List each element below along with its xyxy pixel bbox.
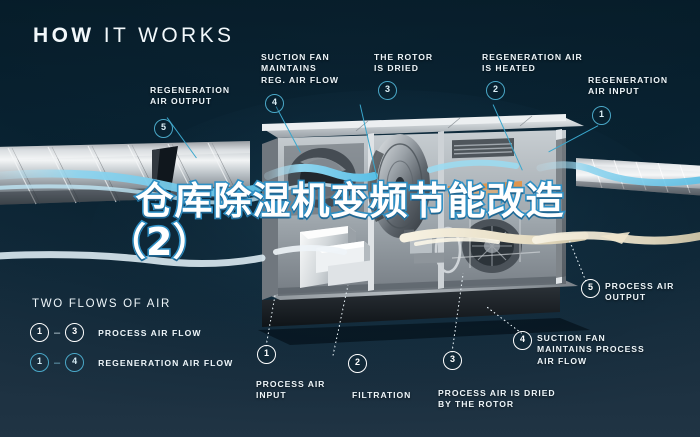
legend-dash: – bbox=[54, 326, 61, 339]
callout-label-rotor-dried: THE ROTOR IS DRIED bbox=[374, 52, 434, 74]
legend-heading: TWO FLOWS OF AIR bbox=[32, 298, 172, 310]
callout-badge-rotor-dried[interactable]: 3 bbox=[378, 81, 397, 100]
callout-badge-regeneration-output[interactable]: 5 bbox=[154, 119, 173, 138]
callout-badge-suction-fan-process[interactable]: 4 bbox=[513, 331, 532, 350]
callout-label-regeneration-output: REGENERATION AIR OUTPUT bbox=[150, 85, 230, 107]
callout-label-suction-fan-process: SUCTION FAN MAINTAINS PROCESS AIR FLOW bbox=[537, 333, 645, 366]
process-output-duct bbox=[576, 158, 700, 196]
callout-label-suction-fan-reg: SUCTION FAN MAINTAINS REG. AIR FLOW bbox=[261, 52, 339, 85]
callout-label-process-output: PROCESS AIR OUTPUT bbox=[605, 281, 675, 303]
regeneration-heater bbox=[448, 138, 522, 197]
legend-label-regeneration-air-flow: REGENERATION AIR FLOW bbox=[98, 357, 234, 368]
callout-badge-suction-fan-reg[interactable]: 4 bbox=[265, 94, 284, 113]
callout-label-filtration: FILTRATION bbox=[352, 390, 412, 400]
legend-badge-from: 1 bbox=[30, 353, 49, 372]
callout-label-process-input: PROCESS AIR INPUT bbox=[256, 379, 326, 401]
callout-badge-regeneration-heated[interactable]: 2 bbox=[486, 81, 505, 100]
dehumidifier-cabinet bbox=[262, 114, 584, 327]
callout-badge-process-input[interactable]: 1 bbox=[257, 345, 276, 364]
regeneration-fan-section bbox=[284, 143, 364, 216]
callout-label-process-dried: PROCESS AIR IS DRIED BY THE ROTOR bbox=[438, 388, 556, 410]
legend-badge-to: 3 bbox=[65, 323, 85, 342]
page-title: HOW IT WORKS bbox=[33, 24, 234, 48]
desiccant-rotor bbox=[367, 134, 430, 238]
callout-badge-filtration[interactable]: 2 bbox=[348, 354, 367, 373]
legend-badge-to: 4 bbox=[65, 353, 85, 372]
regeneration-airflow-arrows bbox=[0, 159, 700, 205]
legend: TWO FLOWS OF AIR 1 – 3 PROCESS AIR FLOW … bbox=[30, 298, 233, 383]
process-airflow-arrows bbox=[0, 227, 700, 268]
callout-badge-process-output[interactable]: 5 bbox=[581, 279, 600, 298]
page-title-strong: HOW bbox=[33, 24, 95, 47]
legend-row-regeneration-air-flow: 1 – 4 REGENERATION AIR FLOW bbox=[30, 353, 233, 372]
callout-label-regeneration-heated: REGENERATION AIR IS HEATED bbox=[482, 52, 583, 74]
callout-label-regeneration-input: REGENERATION AIR INPUT bbox=[588, 75, 668, 97]
legend-dash: – bbox=[54, 356, 61, 369]
legend-badge-from: 1 bbox=[30, 323, 49, 342]
legend-label-process-air-flow: PROCESS AIR FLOW bbox=[98, 327, 202, 338]
legend-row-process-air-flow: 1 – 3 PROCESS AIR FLOW bbox=[30, 323, 233, 342]
callout-badge-regeneration-input[interactable]: 1 bbox=[592, 106, 611, 125]
page-title-rest: IT WORKS bbox=[103, 24, 235, 47]
callout-badge-process-dried[interactable]: 3 bbox=[443, 351, 462, 370]
